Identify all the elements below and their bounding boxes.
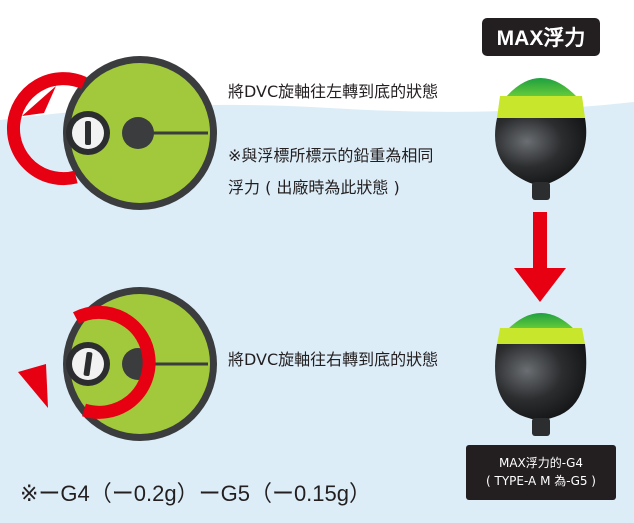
float-stem [532, 418, 550, 436]
float-cap [505, 78, 578, 98]
rotate-left-arrow-icon [6, 72, 87, 186]
float-note-box: MAX浮力的-G4 ( TYPE-A M 為-G5 ) [466, 445, 616, 500]
dvc-knob-slot-vertical [85, 121, 91, 145]
top-dial-caption: 將DVC旋軸往左轉到底的狀態 [228, 82, 439, 101]
float-lime-band [497, 328, 585, 344]
float-bottom [495, 313, 587, 436]
float-top [495, 78, 587, 200]
transition-arrow-icon [514, 212, 566, 302]
dial-center-hub [122, 117, 154, 149]
bottom-dial-caption: 將DVC旋軸往右轉到底的狀態 [228, 350, 439, 369]
weight-values-line: ※ーG4（ー0.2g）ーG5（ー0.15g） [20, 481, 372, 506]
float-cap [507, 313, 575, 330]
float-lime-band [497, 96, 585, 118]
float-body [495, 118, 587, 185]
max-buoyancy-badge: MAX浮力 [482, 18, 600, 56]
rotate-left-arrow-head-icon [22, 86, 56, 116]
top-dial-note-line2: 浮力 ( 出廠時為此狀態 ) [228, 178, 400, 197]
float-note-line1: MAX浮力的-G4 [498, 456, 584, 471]
top-dial-note-line1: ※與浮標所標示的鉛重為相同 [228, 146, 434, 165]
rotate-right-arrow-head-icon [18, 364, 48, 408]
bottom-dial [18, 287, 217, 441]
float-note-line2: ( TYPE-A M 為-G5 ) [486, 473, 596, 488]
float-stem [532, 182, 550, 200]
top-dial [6, 56, 217, 210]
dvc-knob-slot-vertical [83, 351, 93, 377]
float-body [495, 344, 587, 420]
rotate-right-arrow-icon [73, 305, 156, 419]
